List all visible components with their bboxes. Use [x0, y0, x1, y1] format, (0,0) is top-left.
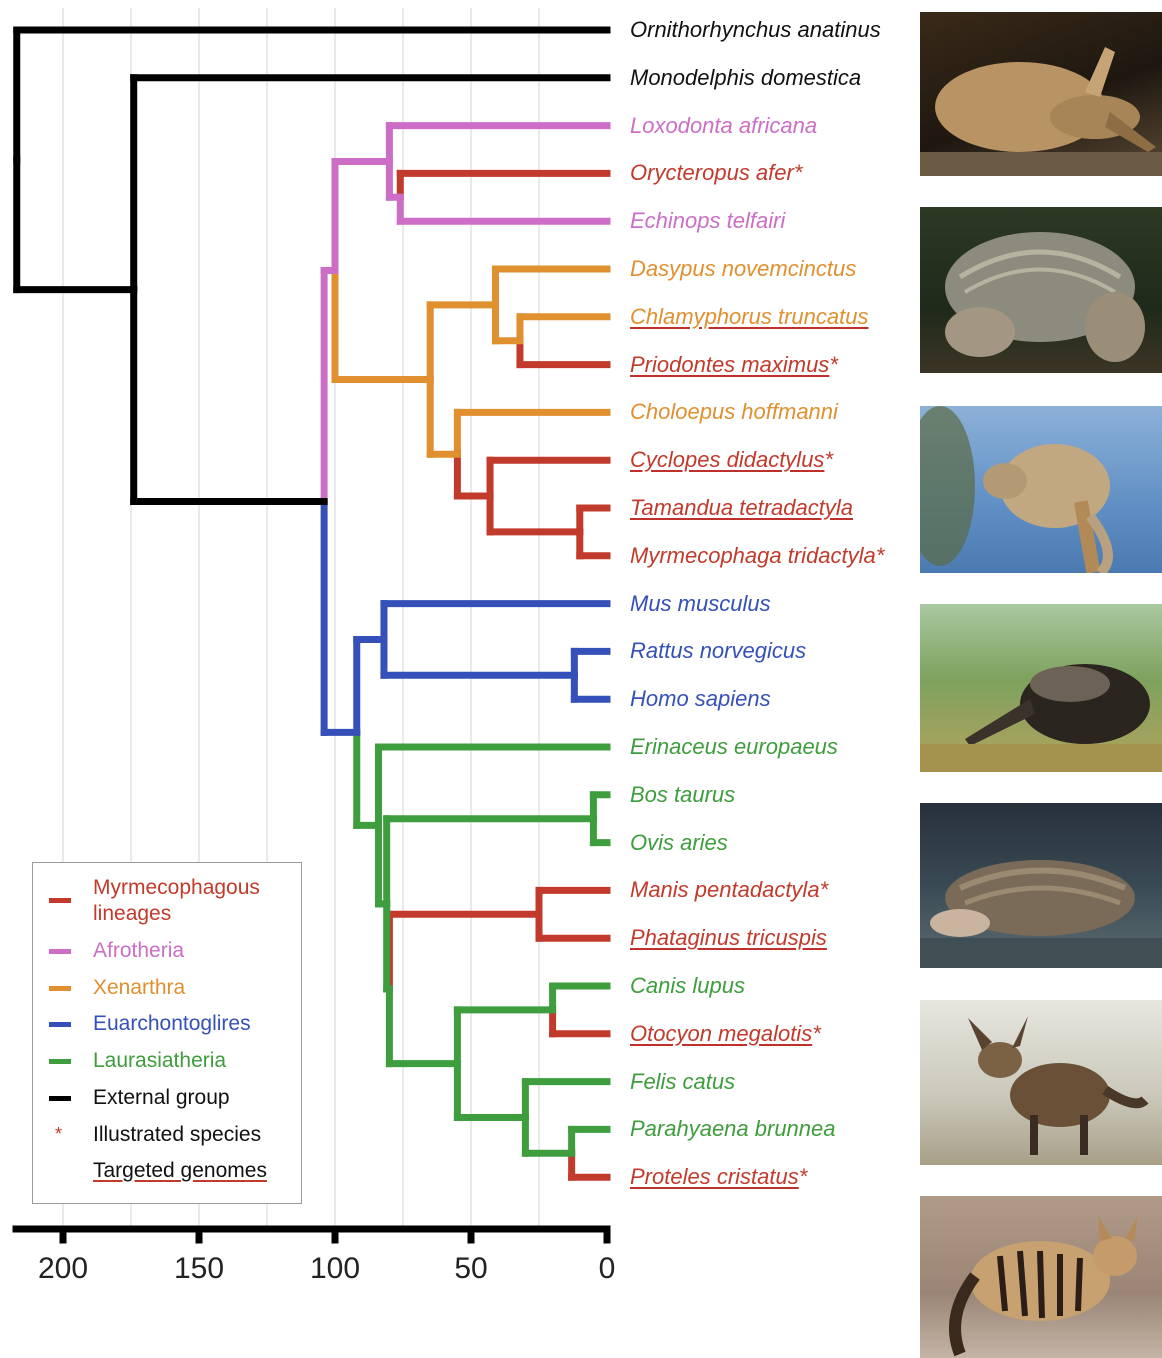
giant-armadillo-photo [920, 207, 1162, 373]
legend-label: Afrotheria [93, 938, 184, 964]
species-name: Monodelphis domestica [630, 65, 861, 90]
legend-label: External group [93, 1085, 230, 1111]
species-name: Myrmecophaga tridactyla [630, 543, 876, 568]
species-label: Phataginus tricuspis [630, 925, 827, 951]
legend-swatch [49, 898, 71, 903]
star-icon: * [55, 1121, 62, 1147]
legend-label: Laurasiatheria [93, 1048, 226, 1074]
species-name: Ornithorhynchus anatinus [630, 17, 881, 42]
species-label: Chlamyphorus truncatus [630, 304, 868, 330]
species-label: Choloepus hoffmanni [630, 399, 838, 425]
species-name: Priodontes maximus [630, 352, 829, 377]
legend-swatch [49, 1096, 71, 1101]
species-name: Otocyon megalotis [630, 1021, 812, 1046]
species-label: Canis lupus [630, 973, 745, 999]
legend-swatch [49, 986, 71, 991]
legend-label: Targeted genomes [93, 1158, 267, 1184]
species-name: Mus musculus [630, 591, 771, 616]
legend-label: Illustrated species [93, 1122, 261, 1148]
pangolin-photo [920, 803, 1162, 968]
legend-item-myrmecophagous: Myrmecophagous lineages [33, 875, 301, 929]
bat-eared-fox-photo [920, 1000, 1162, 1165]
star-icon: * [812, 1021, 821, 1046]
species-name: Dasypus novemcinctus [630, 256, 856, 281]
legend-label: Xenarthra [93, 975, 185, 1001]
aardvark-photo [920, 12, 1162, 176]
legend: Myrmecophagous lineages Afrotheria Xenar… [32, 862, 302, 1204]
star-icon: * [799, 1164, 808, 1189]
legend-label: Euarchontoglires [93, 1011, 251, 1037]
species-name: Homo sapiens [630, 686, 771, 711]
species-label: Ornithorhynchus anatinus [630, 17, 881, 43]
species-label: Erinaceus europaeus [630, 734, 838, 760]
species-label: Homo sapiens [630, 686, 771, 712]
species-name: Erinaceus europaeus [630, 734, 838, 759]
species-label: Dasypus novemcinctus [630, 256, 856, 282]
star-icon: * [829, 352, 838, 377]
tick-label: 50 [454, 1252, 487, 1286]
species-label: Otocyon megalotis* [630, 1021, 821, 1047]
tick-label: 100 [310, 1252, 360, 1286]
species-label: Loxodonta africana [630, 113, 817, 139]
legend-label: Myrmecophagous lineages [93, 875, 293, 927]
species-label: Parahyaena brunnea [630, 1116, 836, 1142]
silky-anteater-photo [920, 406, 1162, 573]
time-axis [16, 1229, 607, 1240]
legend-swatch [49, 949, 71, 954]
star-icon: * [820, 877, 829, 902]
aardwolf-photo [920, 1196, 1162, 1358]
species-name: Orycteropus afer [630, 160, 794, 185]
species-label: Rattus norvegicus [630, 638, 806, 664]
species-label: Echinops telfairi [630, 208, 785, 234]
tick-label: 0 [599, 1252, 616, 1286]
species-name: Proteles cristatus [630, 1164, 799, 1189]
species-name: Tamandua tetradactyla [630, 495, 853, 520]
species-name: Felis catus [630, 1069, 735, 1094]
species-name: Loxodonta africana [630, 113, 817, 138]
species-label: Cyclopes didactylus* [630, 447, 833, 473]
giant-anteater-photo [920, 604, 1162, 772]
legend-swatch [49, 1059, 71, 1064]
star-icon: * [876, 543, 885, 568]
species-name: Manis pentadactyla [630, 877, 820, 902]
species-label: Myrmecophaga tridactyla* [630, 543, 884, 569]
species-name: Ovis aries [630, 830, 728, 855]
species-name: Canis lupus [630, 973, 745, 998]
species-label: Bos taurus [630, 782, 735, 808]
species-label: Manis pentadactyla* [630, 877, 828, 903]
species-label: Felis catus [630, 1069, 735, 1095]
species-name: Phataginus tricuspis [630, 925, 827, 950]
species-name: Chlamyphorus truncatus [630, 304, 868, 329]
species-name: Bos taurus [630, 782, 735, 807]
star-icon: * [824, 447, 833, 472]
species-name: Rattus norvegicus [630, 638, 806, 663]
species-label: Orycteropus afer* [630, 160, 802, 186]
species-name: Cyclopes didactylus [630, 447, 824, 472]
species-name: Parahyaena brunnea [630, 1116, 836, 1141]
tick-label: 150 [174, 1252, 224, 1286]
legend-swatch [49, 1022, 71, 1027]
species-name: Choloepus hoffmanni [630, 399, 838, 424]
species-label: Priodontes maximus* [630, 352, 838, 378]
species-label: Tamandua tetradactyla [630, 495, 853, 521]
species-label: Proteles cristatus* [630, 1164, 807, 1190]
species-label: Ovis aries [630, 830, 728, 856]
tick-label: 200 [38, 1252, 88, 1286]
species-label: Mus musculus [630, 591, 771, 617]
star-icon: * [794, 160, 803, 185]
species-label: Monodelphis domestica [630, 65, 861, 91]
species-name: Echinops telfairi [630, 208, 785, 233]
